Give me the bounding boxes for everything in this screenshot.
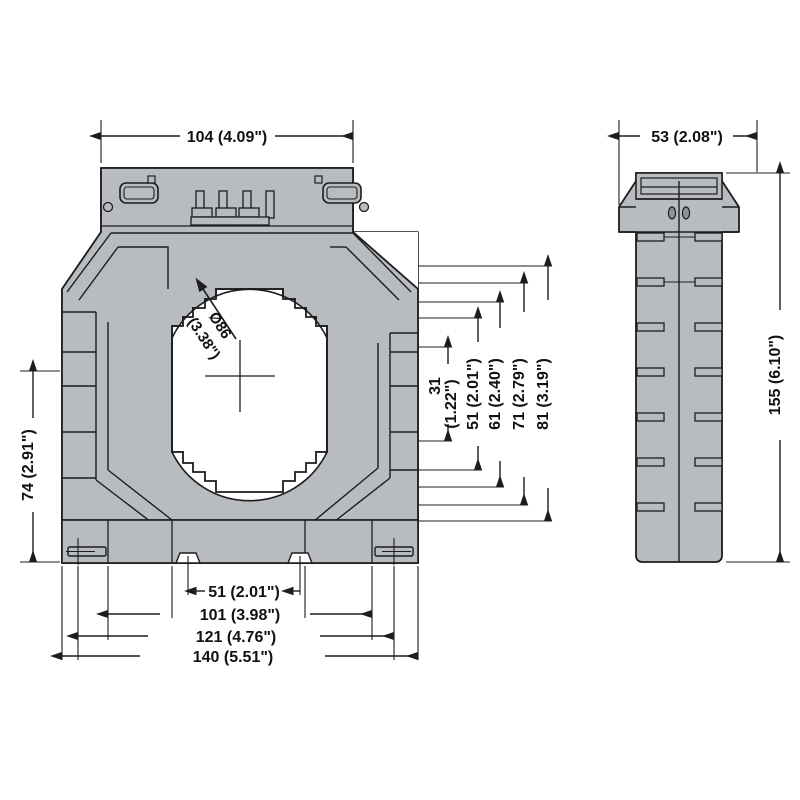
dim-right-51-label: 51 (2.01") <box>465 358 482 430</box>
dim-side-width: 53 (2.08") <box>607 120 758 205</box>
dim-bottom-121-label: 121 (4.76") <box>196 629 277 646</box>
front-label-window-left <box>102 175 159 213</box>
dim-bottom-101-label: 101 (3.98") <box>200 607 281 624</box>
dim-bottom-51-label: 51 (2.01") <box>208 584 280 601</box>
dim-side-width-label: 53 (2.08") <box>651 129 723 146</box>
front-mounting-slot-left <box>66 538 107 565</box>
dim-right-31-mm-label: 31 <box>427 377 444 395</box>
front-terminal-block <box>101 190 353 227</box>
side-screws <box>667 206 691 220</box>
dim-bottom-140-label: 140 (5.51") <box>193 649 274 666</box>
dim-bottom-stack: 51 (2.01") 101 (3.98") 121 (4.76") 140 (… <box>50 556 419 666</box>
front-mounting-slot-right <box>374 538 414 565</box>
dim-right-stack: 31 (1.22") 51 (2.01") 61 (2.40") 71 (2.7… <box>418 254 553 522</box>
dim-top-width: 104 (4.09") <box>89 120 354 163</box>
dim-right-81-label: 81 (3.19") <box>535 358 552 430</box>
side-view-group <box>618 172 740 563</box>
dim-right-31-in-label: (1.22") <box>443 379 460 428</box>
dim-left-height: 74 (2.91") <box>20 359 60 563</box>
dim-left-height-label: 74 (2.91") <box>20 429 37 501</box>
front-aperture-border <box>171 288 328 493</box>
front-base-plate <box>61 519 419 564</box>
dim-right-61-label: 61 (2.40") <box>487 358 504 430</box>
front-view-group <box>61 167 419 565</box>
dim-side-height: 155 (6.10") <box>726 161 790 563</box>
dim-side-height-label: 155 (6.10") <box>767 335 784 416</box>
front-bore-arc-bottom <box>171 451 328 502</box>
front-label-window-right <box>314 175 370 213</box>
dim-right-71-label: 71 (2.79") <box>511 358 528 430</box>
side-slot-rows <box>636 232 723 512</box>
front-bore-centermark <box>205 340 275 412</box>
dim-top-width-label: 104 (4.09") <box>187 129 268 146</box>
